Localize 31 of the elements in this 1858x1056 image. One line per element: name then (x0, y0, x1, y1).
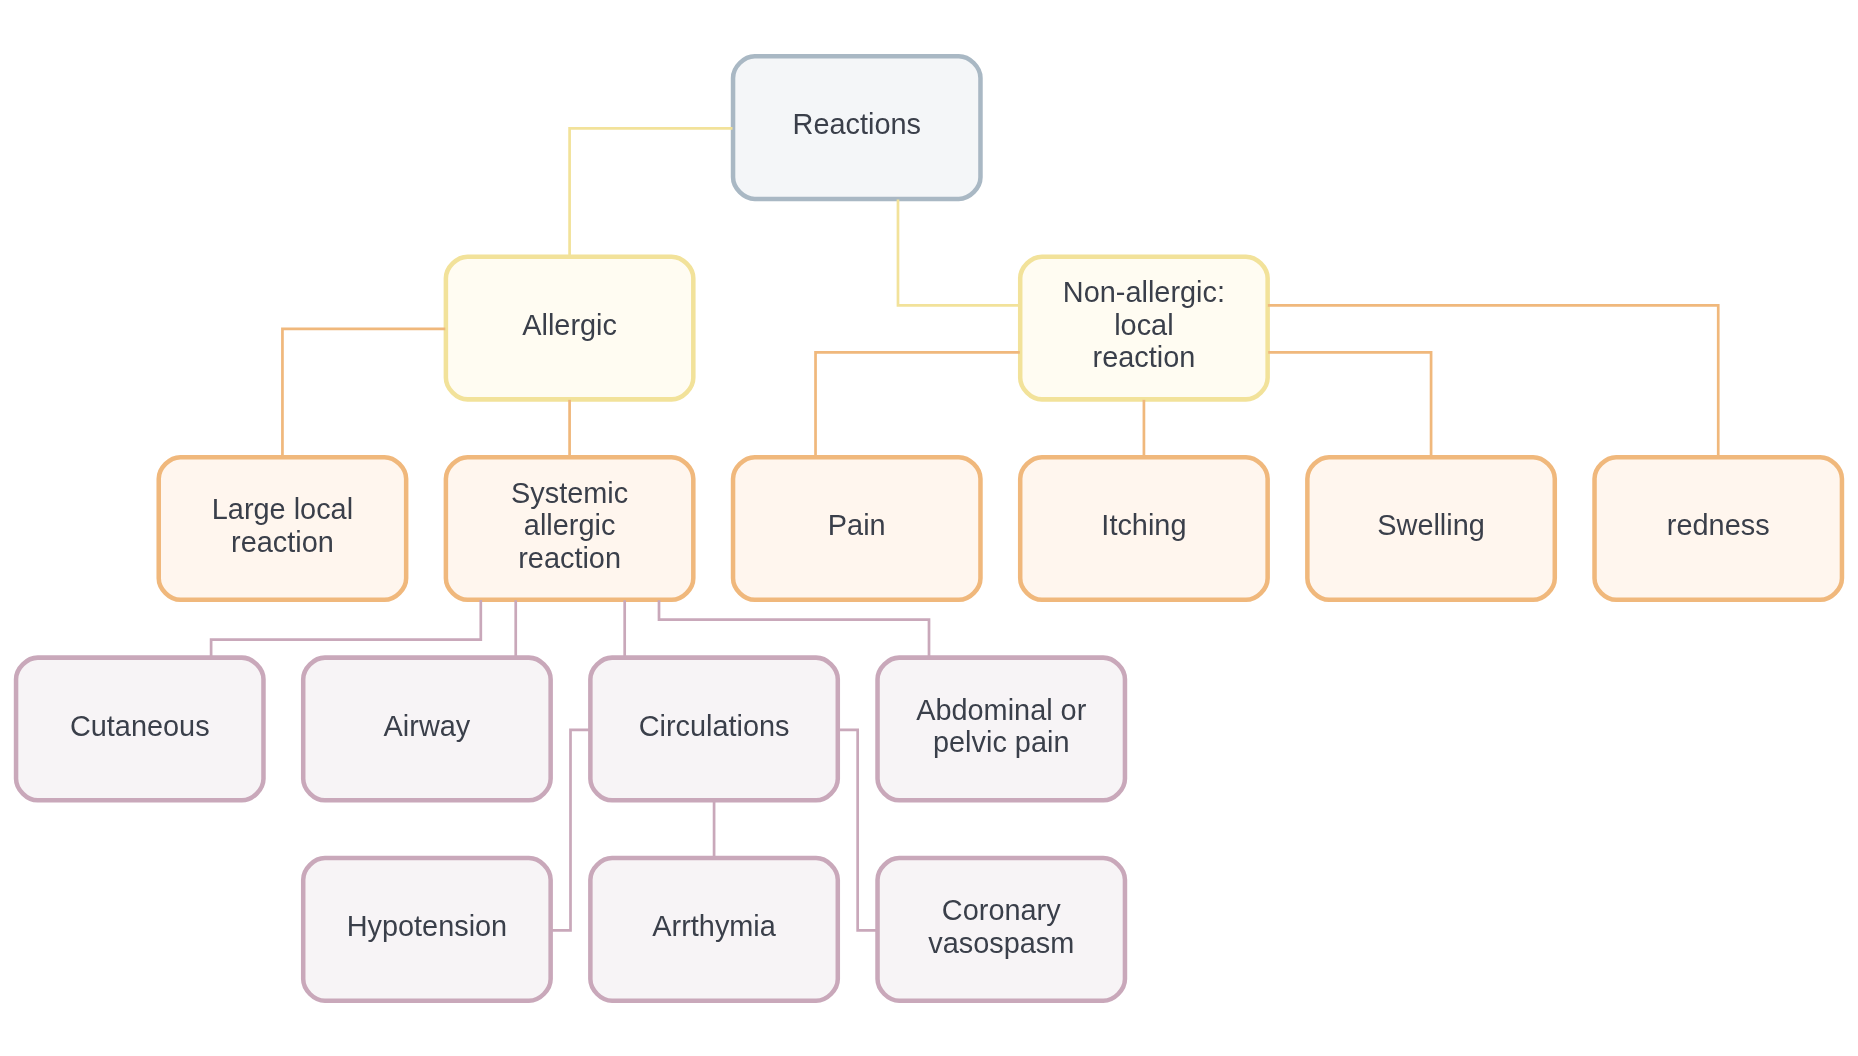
node-box: Cutaneous (13, 654, 266, 803)
connector (1142, 399, 1146, 456)
node-box: Airway (300, 654, 553, 803)
connector (1267, 303, 1720, 457)
node-box: Large local reaction (156, 454, 409, 602)
connector (657, 599, 931, 657)
connector (814, 350, 1020, 457)
node-box: Non-allergic: local reaction (1017, 253, 1270, 402)
connector (551, 728, 590, 932)
connector (568, 126, 733, 257)
node-box: Systemic allergic reaction (443, 454, 696, 602)
node-box: Pain (730, 454, 983, 602)
node-box: Itching (1017, 454, 1270, 602)
connector (838, 728, 877, 932)
node-box: Abdominal or pelvic pain (875, 654, 1128, 803)
node-box: Circulations (588, 654, 841, 803)
connector (896, 198, 1020, 307)
node-box: Allergic (443, 253, 696, 402)
connector (712, 800, 716, 857)
node-box: Hypotension (300, 855, 553, 1003)
connector (623, 599, 627, 657)
connector (1268, 350, 1433, 457)
connector (514, 599, 518, 657)
node-box: Arrthymia (588, 855, 841, 1003)
node-box: Swelling (1305, 454, 1558, 602)
connector (209, 599, 483, 657)
connector (281, 327, 446, 457)
node-box: redness (1592, 454, 1845, 602)
connector (568, 399, 571, 456)
node-box: Reactions (730, 53, 983, 201)
node-box: Coronary vasospasm (875, 855, 1128, 1003)
